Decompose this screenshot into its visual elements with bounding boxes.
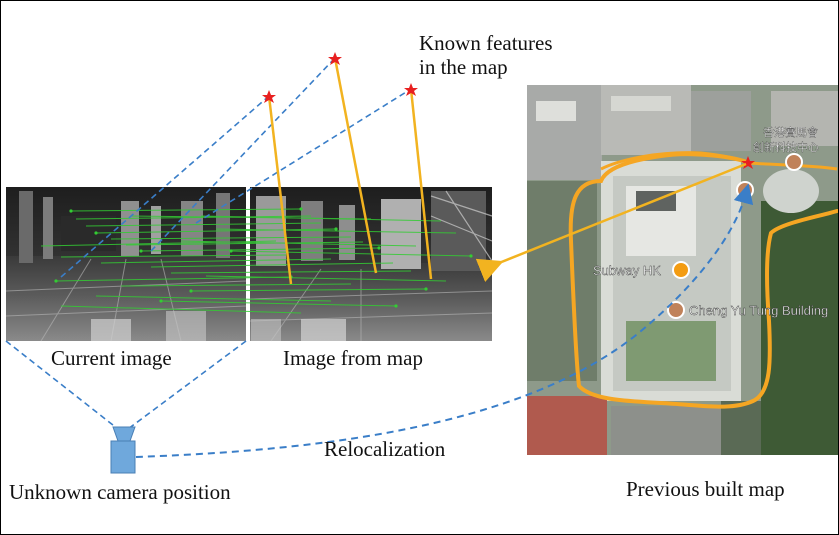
relocalization-label: Relocalization xyxy=(324,437,446,461)
known-feature-stars xyxy=(262,52,755,169)
camera-frustum xyxy=(5,340,247,430)
camera-icon xyxy=(110,426,136,474)
camera-rays xyxy=(60,57,412,278)
map-label-chinese-1: 香港賽馬會 xyxy=(763,125,818,139)
known-features-line2: in the map xyxy=(419,55,508,80)
known-features-line1: Known features xyxy=(419,31,553,55)
map-label-building: Cheng Yu Tung Building xyxy=(689,303,828,318)
current-image-label: Current image xyxy=(51,346,172,370)
trajectory-path xyxy=(568,152,838,409)
relocalization-curve xyxy=(135,183,754,458)
map-label-subway: Subway HK xyxy=(593,263,661,278)
map-label-chinese-2: 創新科技中心 xyxy=(753,140,819,154)
map-image-photo xyxy=(249,187,493,342)
image-from-map-label: Image from map xyxy=(283,346,423,370)
map-to-image-arrow xyxy=(475,162,747,283)
photo-separator xyxy=(246,187,250,341)
feature-correspondence-lines xyxy=(267,57,433,285)
previous-map-label: Previous built map xyxy=(626,477,785,501)
feature-match-lines xyxy=(40,208,472,314)
known-features-label: Known features in the map xyxy=(419,31,553,79)
satellite-map xyxy=(527,85,838,455)
unknown-camera-label: Unknown camera position xyxy=(9,480,231,504)
